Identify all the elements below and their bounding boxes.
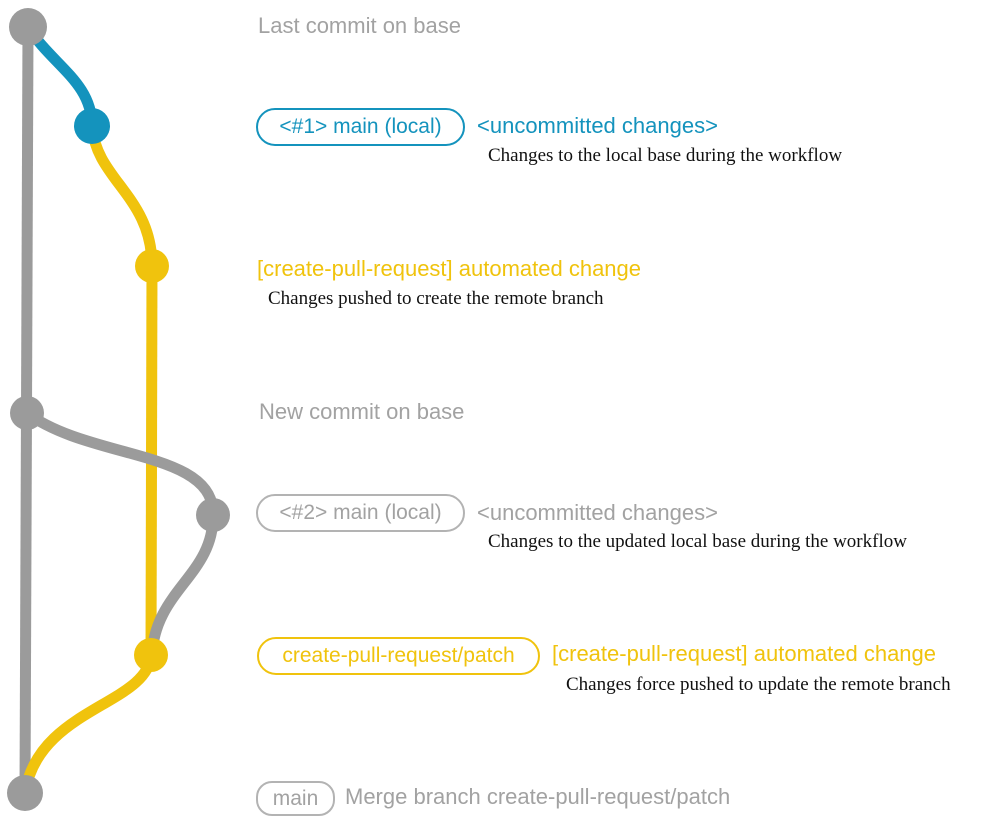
- edge-new-base-to-local-main-2: [23, 408, 219, 516]
- label-automated-change-2: [create-pull-request] automated change: [552, 641, 937, 666]
- desc-pushed-create-remote-branch: Changes pushed to create the remote bran…: [268, 288, 604, 309]
- edge-local-main-2-to-patch-2: [146, 514, 219, 656]
- branch-badge-create-pull-request-patch: create-pull-request/patch: [257, 637, 540, 675]
- label-new-commit-on-base: New commit on base: [259, 399, 465, 424]
- desc-updated-local-base-changes: Changes to the updated local base during…: [488, 531, 907, 552]
- branch-badge-main: main: [256, 781, 335, 816]
- commit-node-patch-2: [134, 638, 168, 672]
- branch-badge-main-local-1: <#1> main (local): [256, 108, 465, 146]
- edge-patch-2-to-merge: [19, 654, 157, 795]
- label-uncommitted-changes-1: <uncommitted changes>: [477, 113, 718, 138]
- label-merge-branch-message: Merge branch create-pull-request/patch: [345, 784, 731, 809]
- desc-local-base-changes-1: Changes to the local base during the wor…: [488, 145, 843, 166]
- label-uncommitted-changes-2: <uncommitted changes>: [477, 500, 718, 525]
- branch-badge-main-local-2: <#2> main (local): [256, 494, 465, 532]
- edge-local-main-1-to-patch-1: [86, 125, 158, 267]
- label-last-commit-on-base: Last commit on base: [258, 13, 461, 38]
- commit-node-new-base: [10, 396, 44, 430]
- commit-node-last-base: [9, 8, 47, 46]
- commit-node-merge: [7, 775, 43, 811]
- commit-node-local-main-1: [74, 108, 110, 144]
- desc-force-pushed-update-remote-branch: Changes force pushed to update the remot…: [566, 674, 951, 695]
- commit-node-patch-1: [135, 249, 169, 283]
- label-automated-change-1: [create-pull-request] automated change: [257, 256, 642, 281]
- commit-node-local-main-2: [196, 498, 230, 532]
